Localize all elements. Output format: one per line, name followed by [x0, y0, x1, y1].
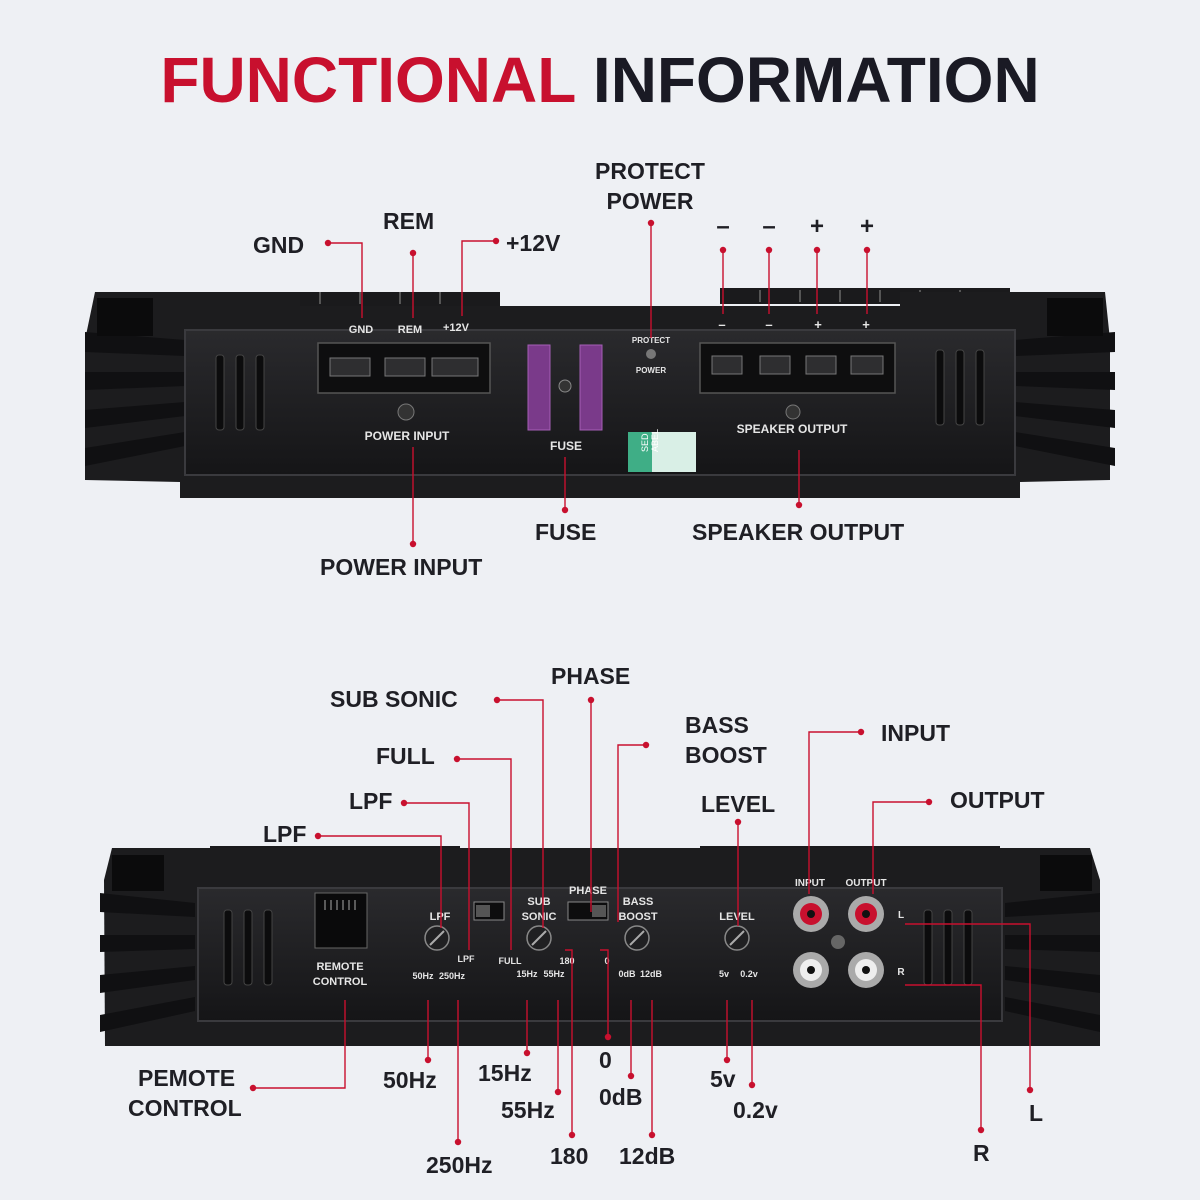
label-plus-1: +	[809, 213, 824, 240]
label-output: OUTPUT	[950, 787, 1045, 813]
title-part-2: INFORMATION	[592, 44, 1040, 116]
print-minus-1: –	[718, 317, 725, 332]
print-gnd: GND	[349, 324, 374, 336]
print-power-input: POWER INPUT	[365, 429, 450, 443]
label-55hz: 55Hz	[501, 1097, 555, 1123]
print-r: R	[897, 967, 905, 978]
sticker-text-1: SED	[640, 433, 650, 452]
print-15hz: 15Hz	[516, 969, 538, 979]
label-pemote: PEMOTE	[138, 1065, 236, 1091]
label-gnd: GND	[253, 232, 305, 258]
print-bass: BASS	[623, 896, 654, 908]
print-control: CONTROL	[313, 976, 368, 988]
label-180: 180	[550, 1143, 589, 1169]
label-12db: 12dB	[619, 1143, 676, 1169]
print-output: OUTPUT	[845, 878, 886, 889]
print-sonic: SONIC	[522, 911, 557, 923]
print-protect: PROTECT	[632, 336, 670, 345]
top-callout-dots	[324, 219, 871, 548]
label-speaker-output: SPEAKER OUTPUT	[692, 519, 905, 545]
label-50hz: 50Hz	[383, 1067, 437, 1093]
print-fuse: FUSE	[550, 439, 582, 453]
print-lpf-switch: LPF	[458, 954, 476, 964]
print-remote: REMOTE	[316, 961, 363, 973]
label-0: 0	[599, 1047, 612, 1073]
print-02v: 0.2v	[740, 969, 758, 979]
label-bass: BASS	[685, 712, 749, 738]
label-level: LEVEL	[701, 791, 776, 817]
page-title: FUNCTIONAL INFORMATION	[0, 40, 1200, 120]
label-plus-2: +	[859, 213, 874, 240]
print-0: 0	[604, 956, 609, 966]
bottom-callout-dots	[249, 696, 1034, 1146]
label-lpf-2: LPF	[263, 821, 307, 847]
print-speaker-output: SPEAKER OUTPUT	[737, 422, 848, 436]
title-part-1: FUNCTIONAL	[160, 44, 576, 116]
print-5v: 5v	[719, 969, 729, 979]
label-r: R	[973, 1140, 990, 1166]
print-level: LEVEL	[719, 911, 755, 923]
print-phase: PHASE	[569, 885, 607, 897]
bottom-amplifier: REMOTE CONTROL LPF LPF FULL 50Hz 250Hz S…	[100, 846, 1100, 1046]
label-control: CONTROL	[128, 1095, 242, 1121]
sticker-text-2: ABEL	[650, 429, 660, 452]
print-plus-2: +	[862, 317, 870, 332]
print-input: INPUT	[795, 878, 825, 889]
label-5v: 5v	[710, 1066, 736, 1092]
label-0db: 0dB	[599, 1084, 643, 1110]
label-fuse: FUSE	[535, 519, 597, 545]
label-12v: +12V	[506, 230, 561, 256]
print-sub: SUB	[527, 896, 550, 908]
print-l: L	[898, 910, 904, 921]
label-input: INPUT	[881, 720, 950, 746]
print-power: POWER	[636, 366, 666, 375]
label-protect: PROTECT	[595, 158, 705, 184]
label-250hz: 250Hz	[426, 1152, 493, 1178]
print-50hz: 50Hz	[412, 971, 434, 981]
label-full: FULL	[376, 743, 435, 769]
label-lpf-1: LPF	[349, 788, 393, 814]
print-180: 180	[559, 956, 574, 966]
label-rem: REM	[383, 208, 435, 234]
top-amplifier: GND REM +12V PROTECT POWER POWER INPUT F…	[85, 288, 1115, 498]
print-250hz: 250Hz	[439, 971, 466, 981]
print-rem: REM	[398, 324, 422, 336]
print-lpf: LPF	[430, 911, 451, 923]
print-12v: +12V	[443, 322, 470, 334]
label-phase: PHASE	[551, 663, 631, 689]
label-02v: 0.2v	[733, 1097, 778, 1123]
print-0db: 0dB	[618, 969, 636, 979]
label-15hz: 15Hz	[478, 1060, 532, 1086]
top-callout-lines	[328, 223, 868, 544]
print-minus-2: –	[765, 317, 772, 332]
label-minus-1: –	[716, 213, 730, 240]
print-55hz: 55Hz	[543, 969, 565, 979]
label-minus-2: –	[762, 213, 776, 240]
print-plus-1: +	[814, 317, 822, 332]
label-power-input: POWER INPUT	[320, 554, 483, 580]
print-12db: 12dB	[640, 969, 663, 979]
print-full-switch: FULL	[499, 956, 522, 966]
label-l: L	[1029, 1100, 1044, 1126]
label-boost: BOOST	[685, 742, 767, 768]
label-sub-sonic: SUB SONIC	[330, 686, 458, 712]
label-power: POWER	[606, 188, 694, 214]
print-boost: BOOST	[618, 911, 657, 923]
bottom-callout-lines	[253, 699, 1031, 1142]
